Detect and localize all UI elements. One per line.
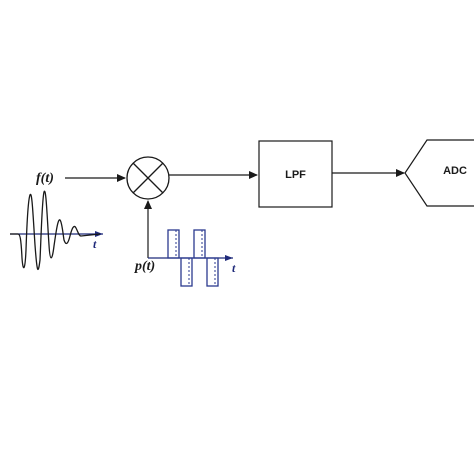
pulse-up-2 xyxy=(193,229,206,259)
adc-label: ADC xyxy=(443,165,467,177)
pulse-time-axis-label: t xyxy=(232,261,236,275)
input-waveform xyxy=(10,190,101,271)
pulse-up-1 xyxy=(167,229,180,259)
pulse-train xyxy=(167,229,219,287)
input-signal-label: f(t) xyxy=(36,171,54,186)
pulse-dashed-markers xyxy=(175,230,216,286)
lpf-block xyxy=(258,140,333,208)
mixer-symbol xyxy=(126,156,170,200)
pulse-signal-label: p(t) xyxy=(134,259,155,274)
pulse-down-2 xyxy=(206,257,219,287)
pulse-down-1 xyxy=(180,257,193,287)
input-time-axis-label: t xyxy=(93,237,97,251)
lpf-label: LPF xyxy=(285,169,306,181)
adc-block xyxy=(404,139,474,207)
